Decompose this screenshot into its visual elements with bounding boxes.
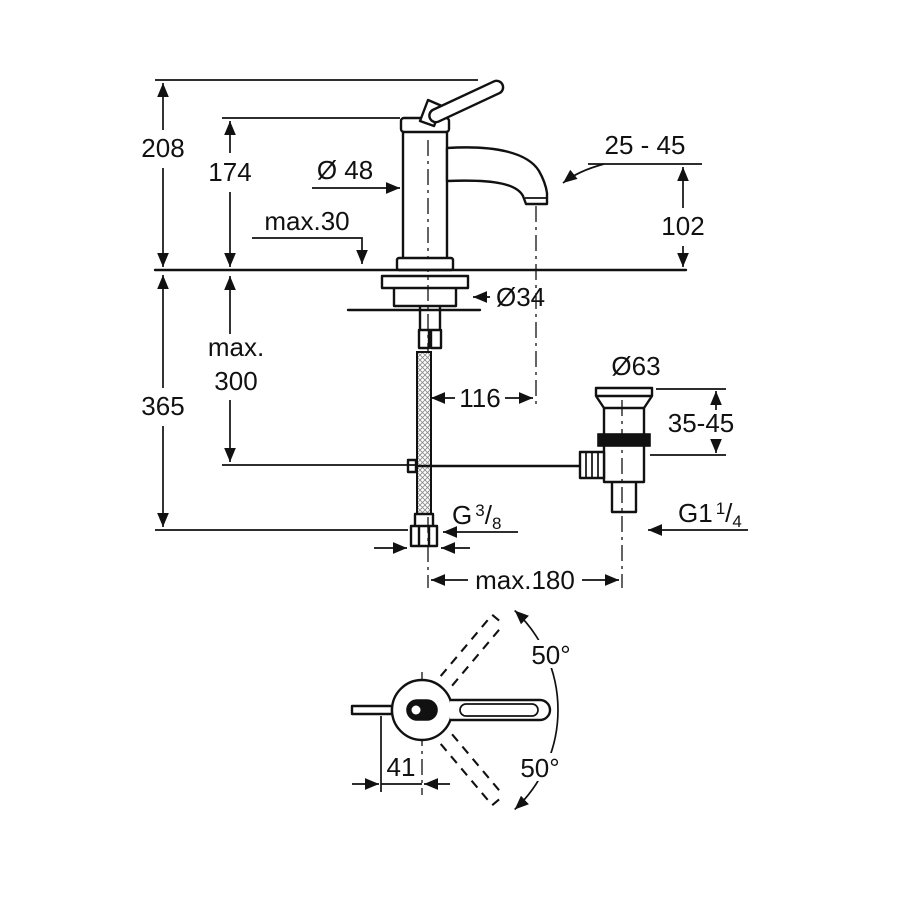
faucet-base-flange [395, 256, 455, 272]
dim-hole-diameter: Ø34 [473, 282, 545, 312]
dim-hose-length-label-2: 300 [214, 366, 257, 396]
dim-aerator-clearance-label: 25 - 45 [605, 130, 686, 160]
pop-up-waste [578, 386, 654, 514]
dim-hose-length: max. 300 [208, 276, 264, 462]
dim-spout-height-label: 102 [661, 211, 704, 241]
dim-center-distance: max.180 [431, 565, 619, 595]
dim-hose-length-label-1: max. [208, 332, 264, 362]
thread-slash: / [725, 498, 733, 528]
dim-swivel-angle: 50° 50° [514, 609, 577, 811]
dim-body-diameter-label: Ø 48 [317, 155, 373, 185]
waste-flange [594, 386, 654, 410]
dim-body-diameter: Ø 48 [312, 155, 400, 194]
dim-swivel-lower-label: 50° [520, 753, 559, 783]
lever-handle [428, 79, 505, 124]
pop-up-rod [406, 458, 582, 474]
thread-prefix: G1 [678, 498, 713, 528]
label-bg [514, 753, 566, 781]
leader-arrow [562, 163, 605, 184]
waste-body [602, 406, 646, 514]
swivel-arc [514, 609, 559, 811]
dim-spout-reach-label: 116 [459, 383, 500, 413]
dim-lever-offset: 41 [352, 752, 450, 790]
supply-hose [409, 351, 439, 548]
indicator-dot [411, 705, 421, 715]
dim-waste-height-label: 35-45 [668, 408, 735, 438]
dim-overall-height-label: 208 [141, 133, 184, 163]
faucet-spout [445, 146, 549, 206]
dim-lever-offset-label: 41 [387, 752, 416, 782]
lever-slot [459, 703, 539, 717]
mounting-hardware [380, 274, 470, 350]
label-bg [527, 640, 577, 668]
dim-body-height: 174 [208, 121, 252, 267]
counter-section [153, 268, 688, 312]
lever-swivel-dashed-outline [439, 613, 505, 807]
hose-braid [416, 351, 432, 515]
handle-top-view [350, 613, 552, 807]
waste-clamp-knurl [585, 452, 599, 478]
dim-hole-diameter-label: Ø34 [496, 282, 545, 312]
dim-center-distance-label: max.180 [475, 565, 575, 595]
dim-body-height-label: 174 [208, 157, 251, 187]
thread-numerator: 1 [716, 499, 725, 518]
rod-lines [406, 458, 582, 474]
dim-overall-height: 208 [141, 83, 185, 267]
thread-denominator: 8 [492, 514, 501, 533]
dim-install-depth: 365 [141, 275, 185, 527]
dim-swivel-upper-label: 50° [531, 640, 570, 670]
dim-spout-height: 102 [661, 167, 705, 267]
faucet-front-view [395, 79, 549, 272]
dim-deck-thickness-label: max.30 [264, 206, 349, 236]
dim-waste-height-range: 35-45 [668, 391, 735, 453]
rod-stub-top-view [350, 704, 394, 716]
thread-denominator: 4 [732, 512, 741, 531]
label-waste-flange-diameter: Ø63 [611, 351, 660, 381]
dim-deck-thickness: max.30 [252, 206, 368, 264]
mounting-parts [380, 274, 470, 350]
thread-prefix: G [452, 500, 472, 530]
hose-fitting [409, 512, 439, 548]
cartridge-pill [406, 699, 438, 721]
thread-numerator: 3 [475, 501, 484, 520]
waste-seal-band [597, 433, 651, 447]
dim-spout-reach: 116 [431, 383, 533, 413]
leader-arrow [252, 237, 368, 264]
counter-lines [153, 268, 688, 312]
dim-aerator-clearance: 25 - 45 [562, 130, 686, 184]
faucet-body-outline [401, 130, 449, 272]
lever-top-view [450, 698, 552, 722]
dim-waste-flange-label: Ø63 [611, 351, 660, 381]
extension-lines-path [155, 79, 726, 792]
dim-install-depth-label: 365 [141, 391, 184, 421]
thread-slash: / [485, 500, 493, 530]
